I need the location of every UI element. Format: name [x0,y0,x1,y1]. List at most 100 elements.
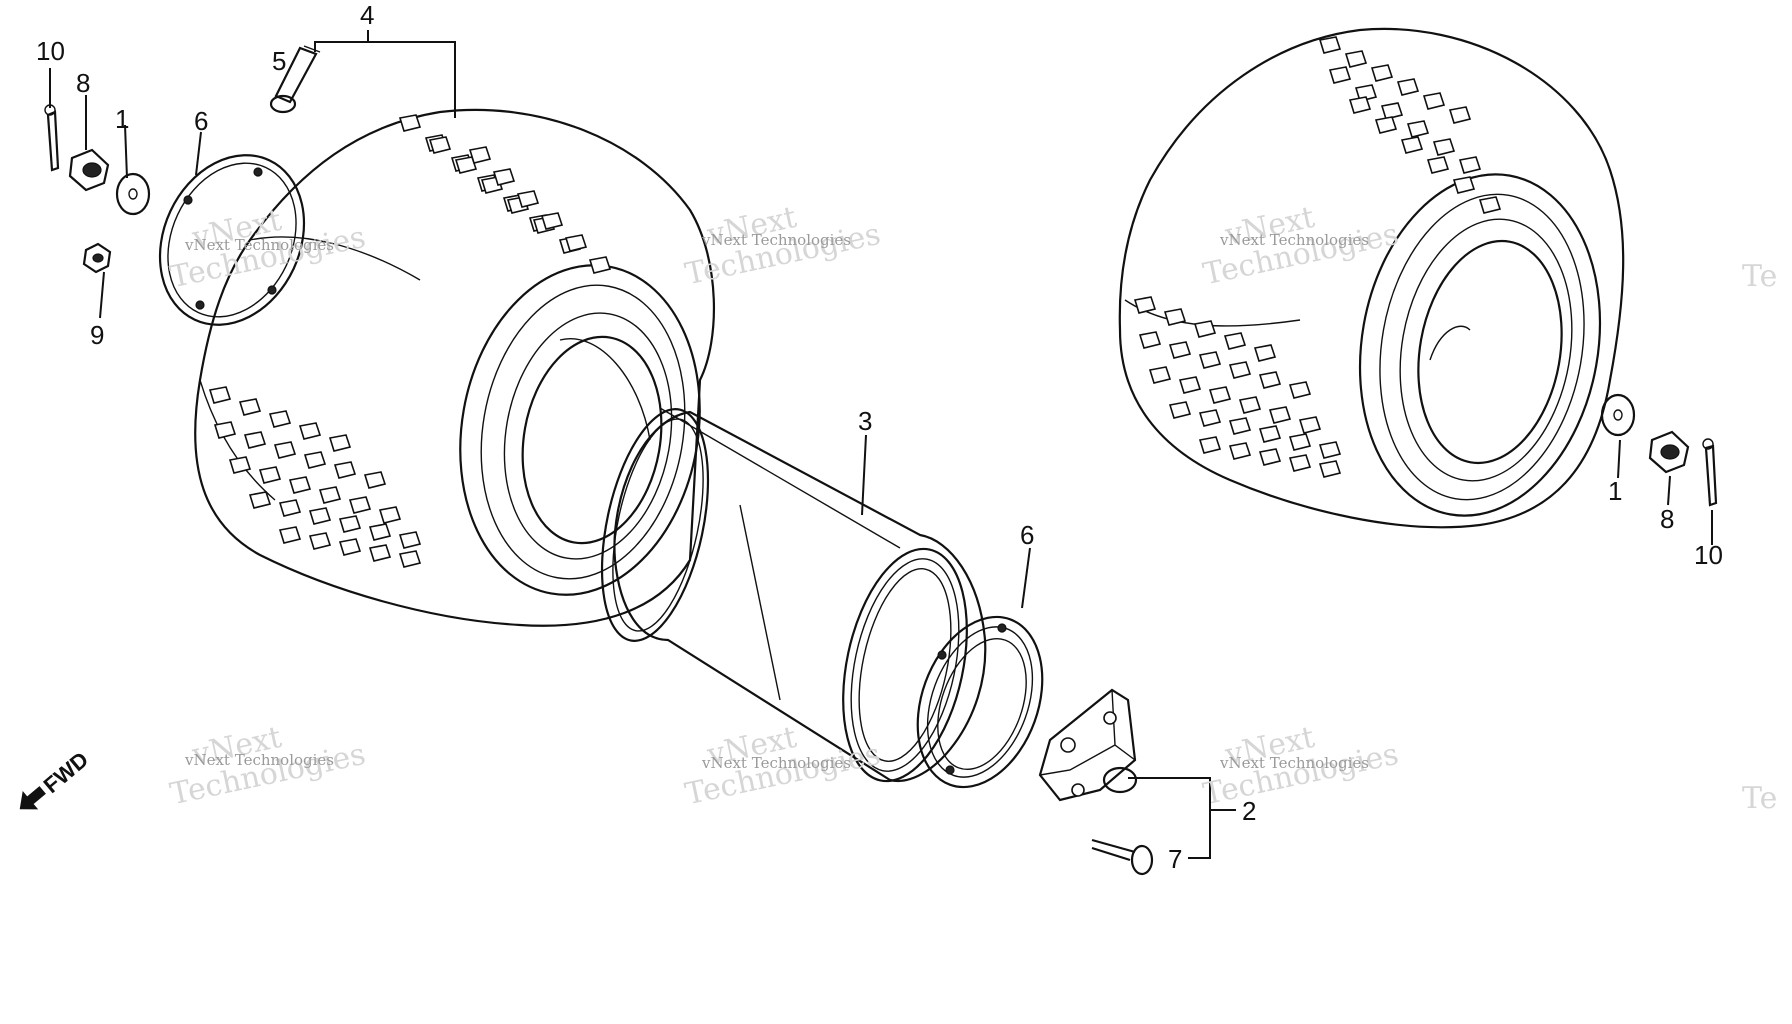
tread-block [1163,308,1187,326]
tread-block [1258,448,1282,466]
forward-direction-indicator: FWD [19,747,93,810]
valve-stem [269,45,321,114]
tread-block [308,532,332,550]
tread-block [1318,36,1342,54]
tread-block [1258,371,1282,389]
label-8-right: 8 [1660,504,1674,534]
tread-block [258,466,282,484]
leader-lines [49,30,1713,859]
tread-block [378,506,402,524]
tread-block [454,156,478,174]
label-8-left: 8 [76,68,90,98]
cotter-pin-left [44,104,60,172]
callout-labels: 10 8 1 6 5 4 9 3 6 2 7 1 8 10 [36,0,1723,874]
tread-block [1448,106,1472,124]
left-hub-plate [158,154,306,326]
tread-block [1318,460,1342,478]
label-3: 3 [858,406,872,436]
left-tire [194,45,716,627]
tread-block [1258,425,1282,443]
tread-block [1228,442,1252,460]
tread-block [243,431,267,449]
tread-block [228,456,252,474]
tread-block [428,136,452,154]
tread-block [1328,66,1352,84]
tread-block [1228,361,1252,379]
tread-block [1422,92,1446,110]
washer-right [1600,393,1636,437]
label-10-right: 10 [1694,540,1723,570]
tread-block [1268,406,1292,424]
tread-block [398,550,422,568]
tread-block [1458,156,1482,174]
label-1-left: 1 [115,104,129,134]
tread-block [1133,296,1157,314]
tread-block [1208,386,1232,404]
label-5: 5 [272,46,286,76]
tread-block [368,544,392,562]
tread-block [1168,341,1192,359]
castle-nut-left [68,148,110,192]
fwd-label: FWD [39,747,93,798]
tread-block [208,386,232,404]
center-hub-plate [916,615,1044,789]
label-1-right: 1 [1608,476,1622,506]
tread-block [516,190,540,208]
tread-block [1348,96,1372,114]
tread-block [1406,120,1430,138]
tread-block [1138,331,1162,349]
tread-block [213,421,237,439]
tread-block [278,526,302,544]
tread-block [1288,454,1312,472]
tread-block [564,234,588,252]
tread-block [588,256,612,274]
castle-nut-right [1648,430,1690,474]
tread-block [1396,78,1420,96]
tread-block [303,451,327,469]
tread-block [273,441,297,459]
tread-block [1223,332,1247,350]
tread-block [338,515,362,533]
right-tire [1118,27,1625,529]
watermark-small: vNext Technologies [701,754,851,772]
tread-block [1198,436,1222,454]
tread-block [248,491,272,509]
tread-block [363,471,387,489]
tread-block [1228,417,1252,435]
tread-block [1168,401,1192,419]
tread-block [1253,344,1277,362]
tread-block [1478,196,1502,214]
tread-block [1400,136,1424,154]
label-7: 7 [1168,844,1182,874]
nut-9 [82,242,112,274]
tread-block [238,398,262,416]
tread-block [1370,64,1394,82]
cotter-pin-right [1702,438,1718,507]
forward-arrow-icon [19,786,46,810]
tread-block [1354,84,1378,102]
watermark-small: vNext Technologies [184,236,334,254]
label-10-left: 10 [36,36,65,66]
tread-block [1288,381,1312,399]
tread-block [348,496,372,514]
tread-block [398,531,422,549]
label-4: 4 [360,0,374,30]
tread-block [328,434,352,452]
washer-left [115,172,151,216]
tread-block [368,523,392,541]
watermark-edge: Te [1742,781,1777,816]
tread-block [333,461,357,479]
tread-block [1198,409,1222,427]
tread-block [1193,320,1217,338]
tread-block [1318,441,1342,459]
watermark-small: vNext Technologies [1219,231,1369,249]
tread-block [1238,396,1262,414]
left-tire-tread [208,114,612,568]
tread-block [468,146,492,164]
tread-block [338,538,362,556]
watermark-edge: Te [1742,259,1777,294]
tread-block [298,422,322,440]
wheel-hub [1038,688,1138,802]
